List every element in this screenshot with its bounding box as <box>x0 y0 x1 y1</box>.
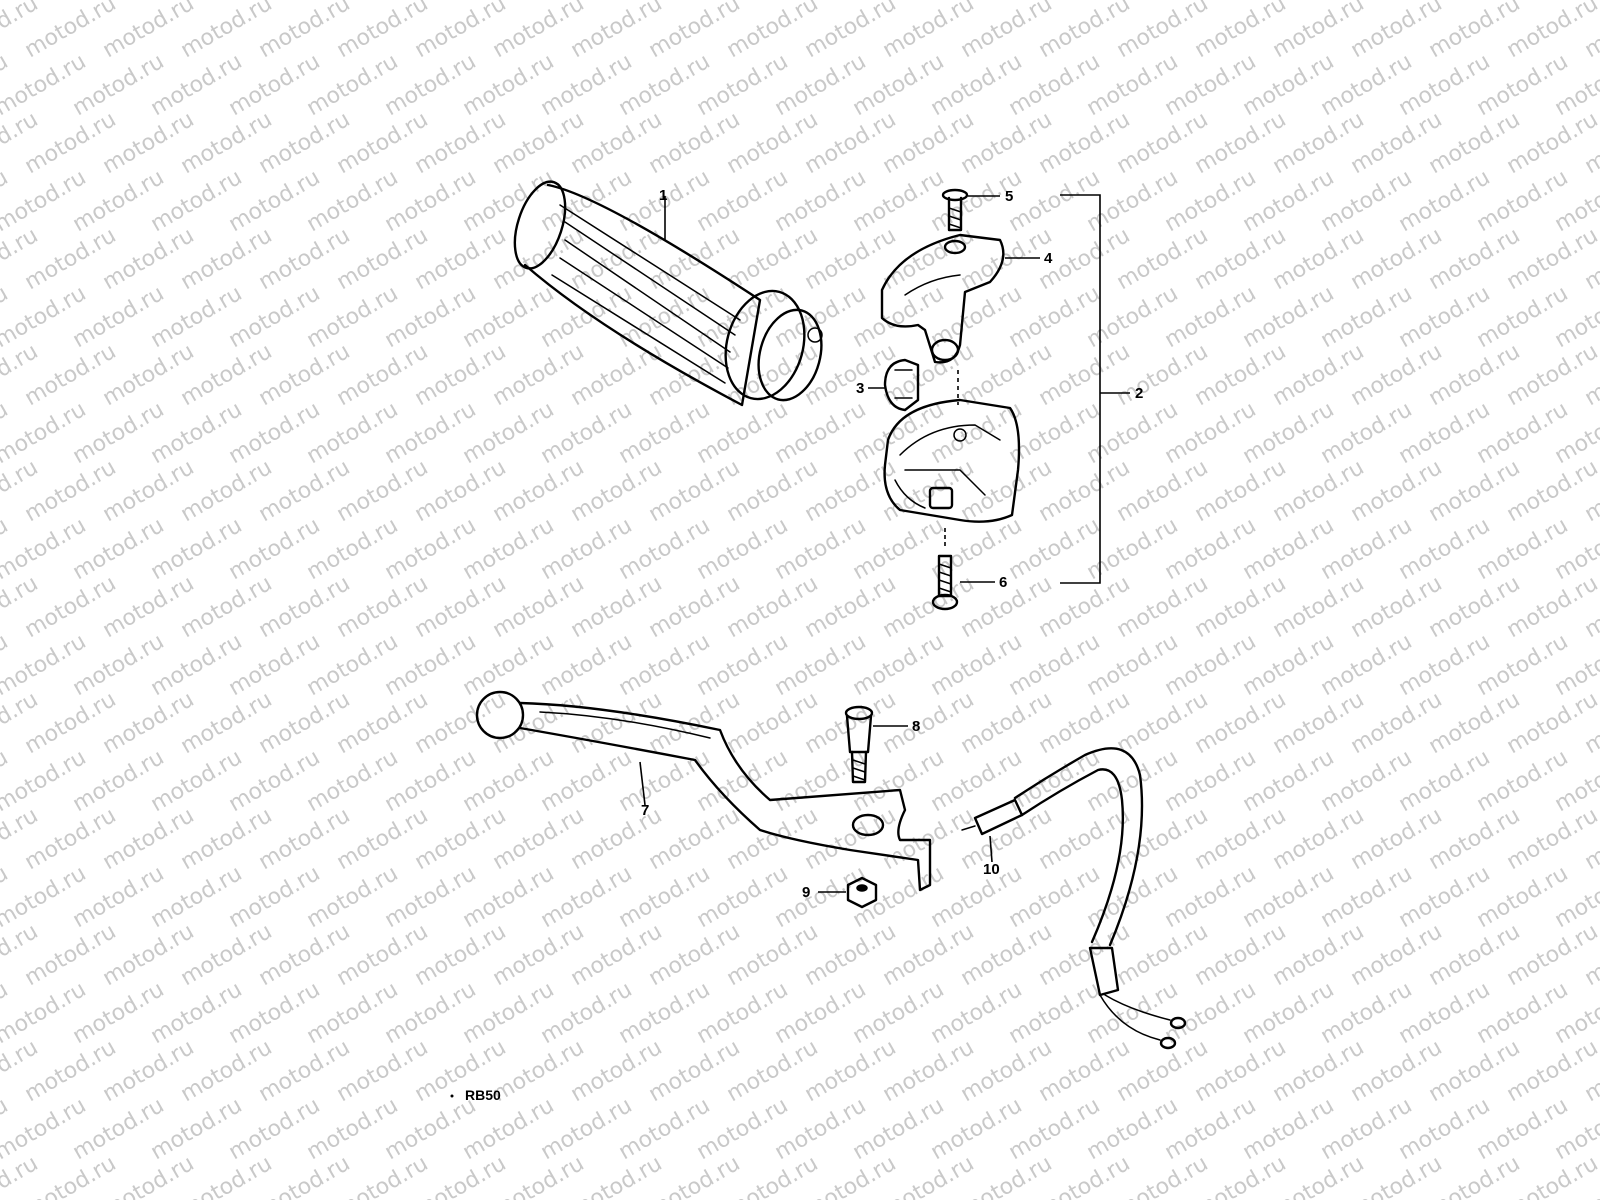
nut <box>846 876 878 909</box>
leader-10 <box>989 835 993 863</box>
switch-cover <box>880 233 1005 364</box>
part-label-2: 2 <box>1135 385 1143 402</box>
lever <box>475 690 932 892</box>
part-label-7: 7 <box>641 802 649 819</box>
code-dot <box>450 1094 454 1098</box>
switch-cable <box>961 747 1187 1050</box>
grip <box>513 180 823 407</box>
part-label-4: 4 <box>1044 250 1053 267</box>
part-label-3: 3 <box>856 380 864 397</box>
diagram-code: RB50 <box>465 1087 501 1103</box>
switch-housing <box>883 370 1021 523</box>
part-label-6: 6 <box>999 574 1007 591</box>
clamp <box>883 358 920 412</box>
leader-7 <box>639 761 646 806</box>
part-label-1: 1 <box>659 187 667 204</box>
part-label-8: 8 <box>912 718 920 735</box>
bracket-2 <box>1060 194 1101 584</box>
screw-top <box>941 188 969 232</box>
part-label-5: 5 <box>1005 188 1013 205</box>
pivot-bolt <box>844 705 874 784</box>
part-label-9: 9 <box>802 884 810 901</box>
part-label-10: 10 <box>983 861 1000 878</box>
screw-bottom <box>931 528 959 611</box>
